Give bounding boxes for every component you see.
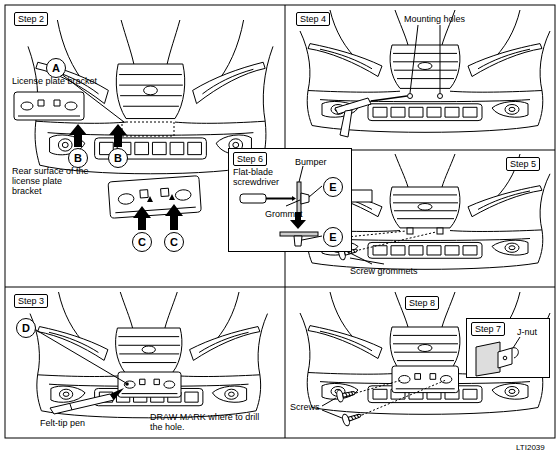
inset-text: Bumper: [295, 157, 335, 167]
screwdriver-handle: [240, 194, 266, 203]
step-label: Step 6: [233, 152, 267, 166]
screw: [341, 409, 363, 426]
leader-line: [410, 25, 440, 93]
step-label: Step 7: [471, 322, 505, 336]
guide-line: [356, 380, 446, 415]
part-label: Mounting holes: [404, 14, 484, 24]
part-label: DRAW MARK where to drill the hole.: [150, 412, 270, 432]
inset-box: Flat-blade screwdriverBumperGrommet Step …: [228, 148, 352, 252]
step-label: Step 3: [14, 294, 48, 308]
mounting-hole: [438, 94, 443, 99]
step-label: Step 4: [296, 12, 330, 26]
screwdriver-tip: [292, 196, 296, 201]
panel-divider: [5, 5, 555, 438]
pen-detail: [70, 404, 72, 410]
j-nut-hole: [503, 356, 507, 360]
plate-area: [122, 122, 174, 136]
license-bracket: [14, 92, 84, 120]
step-text: Step 8: [409, 298, 435, 308]
bracket-rear: [108, 176, 201, 219]
push-arrow: [290, 212, 306, 229]
callout-letter-text: E: [329, 181, 336, 193]
leader-line: [302, 236, 322, 240]
grommet: [437, 228, 443, 234]
step-text: Step 4: [300, 14, 326, 24]
callout-letter: E: [323, 227, 343, 247]
callout-letter-text: C: [170, 236, 178, 248]
grommet: [301, 193, 309, 204]
callout-letter-text: E: [329, 231, 336, 243]
leader-line: [322, 398, 342, 418]
mark: [147, 194, 175, 202]
grommet: [407, 228, 413, 234]
inset-text: Grommet: [265, 209, 315, 219]
leader-line: [36, 330, 126, 383]
callout-letter-text: B: [74, 152, 82, 164]
license-bracket: [118, 372, 181, 397]
step-label: Step 8: [405, 296, 439, 310]
j-nut-hook: [512, 348, 518, 358]
bumper-section: [280, 232, 318, 236]
leader-line: [286, 166, 322, 206]
part-label: Rear surface of the license plate bracke…: [12, 166, 94, 196]
step-label: Step 5: [506, 157, 540, 171]
step-text: Step 2: [18, 14, 44, 24]
callout-letter: C: [164, 232, 184, 252]
drill-handle: [340, 110, 352, 137]
callout-letter: E: [323, 177, 343, 197]
step-label: Step 2: [14, 12, 48, 26]
felt-tip-pen: [50, 394, 114, 414]
drill: [335, 98, 371, 114]
part-label: License plate bracket: [12, 76, 102, 86]
callout-letter-text: C: [138, 236, 146, 248]
car-front: [300, 10, 550, 132]
guide-line: [347, 231, 436, 250]
car-front: [300, 292, 550, 414]
car-front: [30, 292, 268, 418]
callout-letter: B: [68, 148, 88, 168]
callout-letter: B: [108, 148, 128, 168]
frame: [5, 5, 555, 438]
part-label: Screw grommets: [350, 266, 430, 276]
grommet: [294, 236, 302, 246]
mounting-hole: [408, 94, 413, 99]
step-text: Step 5: [510, 159, 536, 169]
callout-letter: C: [132, 232, 152, 252]
screwdriver-shaft: [266, 198, 292, 200]
callout-letter-text: D: [22, 322, 30, 334]
drill-mark: [125, 382, 129, 386]
leader-line: [513, 337, 520, 348]
step-text: Step 3: [18, 296, 44, 306]
part-label: Felt-tip pen: [40, 418, 110, 428]
push-arrow: [133, 204, 183, 230]
pen-tip: [110, 388, 124, 400]
push-arrow: [69, 124, 127, 147]
screw: [336, 387, 357, 403]
part-label: Screws: [290, 402, 330, 412]
inset-text: Flat-blade screwdriver: [233, 167, 295, 187]
inset-text: J-nut: [517, 327, 549, 337]
step-text: Step 6: [237, 154, 263, 164]
callout-letter: A: [46, 58, 66, 78]
step-text: Step 7: [475, 324, 501, 334]
bumper-section: [297, 182, 301, 216]
callout-letter-text: A: [52, 62, 60, 74]
figure-code: LTI2039: [516, 443, 560, 453]
j-nut: [498, 348, 512, 368]
drill-bit: [371, 96, 407, 101]
bumper-section: [476, 342, 500, 376]
inset-box: J-nut Step 7: [466, 318, 550, 378]
callout-letter: D: [16, 318, 36, 338]
callout-letter-text: B: [114, 152, 122, 164]
